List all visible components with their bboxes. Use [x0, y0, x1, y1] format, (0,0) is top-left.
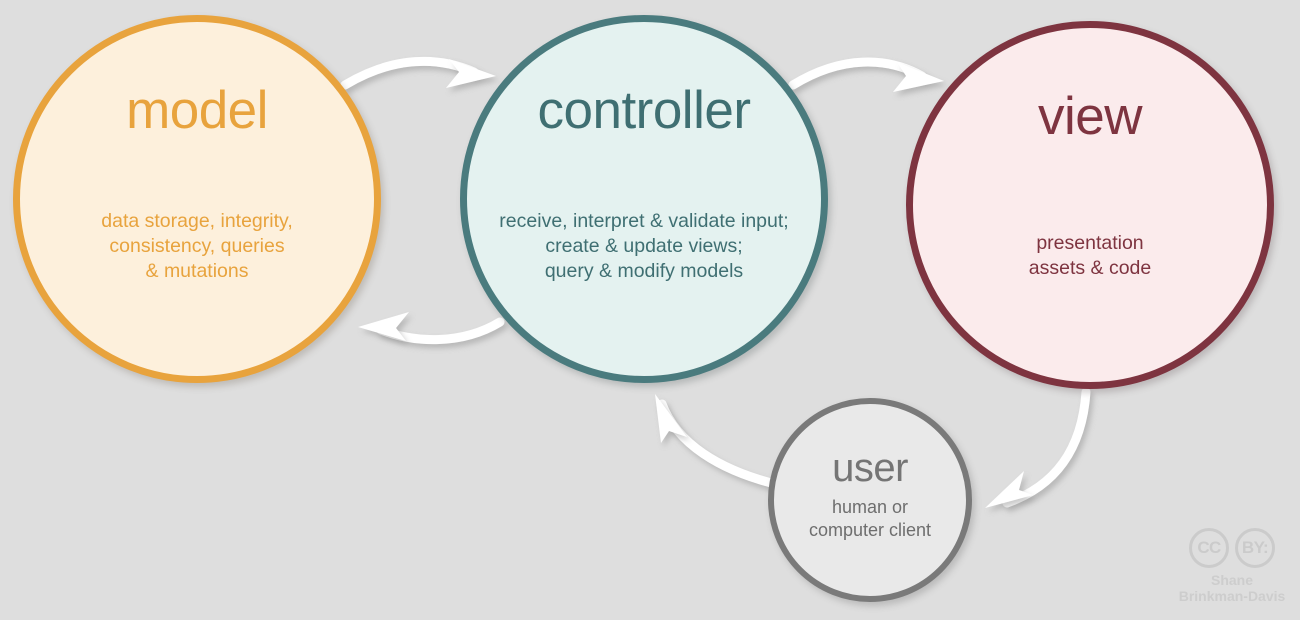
node-controller-description: receive, interpret & validate input;crea…	[499, 210, 789, 282]
cc-icon: CC	[1189, 528, 1229, 568]
node-controller-title: controller	[537, 81, 751, 140]
arrow-controller-to-model-head	[358, 312, 409, 341]
arrow-view-to-user-head	[985, 471, 1033, 508]
creative-commons-badges: CC BY:	[1189, 528, 1275, 568]
cc-by-icon: BY:	[1235, 528, 1275, 568]
arrow-controller-to-view-head	[893, 62, 944, 92]
arrow-user-to-controller-head	[655, 394, 687, 443]
arrow-user-to-controller-line	[657, 399, 780, 489]
node-controller[interactable]: controller receive, interpret & validate…	[460, 15, 828, 383]
node-user-title: user	[832, 446, 908, 490]
node-model-title: model	[126, 81, 268, 140]
node-model-description: data storage, integrity,consistency, que…	[101, 210, 293, 282]
node-model[interactable]: model data storage, integrity,consistenc…	[13, 15, 381, 383]
node-view-title: view	[1037, 87, 1143, 146]
arrow-model-to-controller-head	[446, 59, 496, 88]
